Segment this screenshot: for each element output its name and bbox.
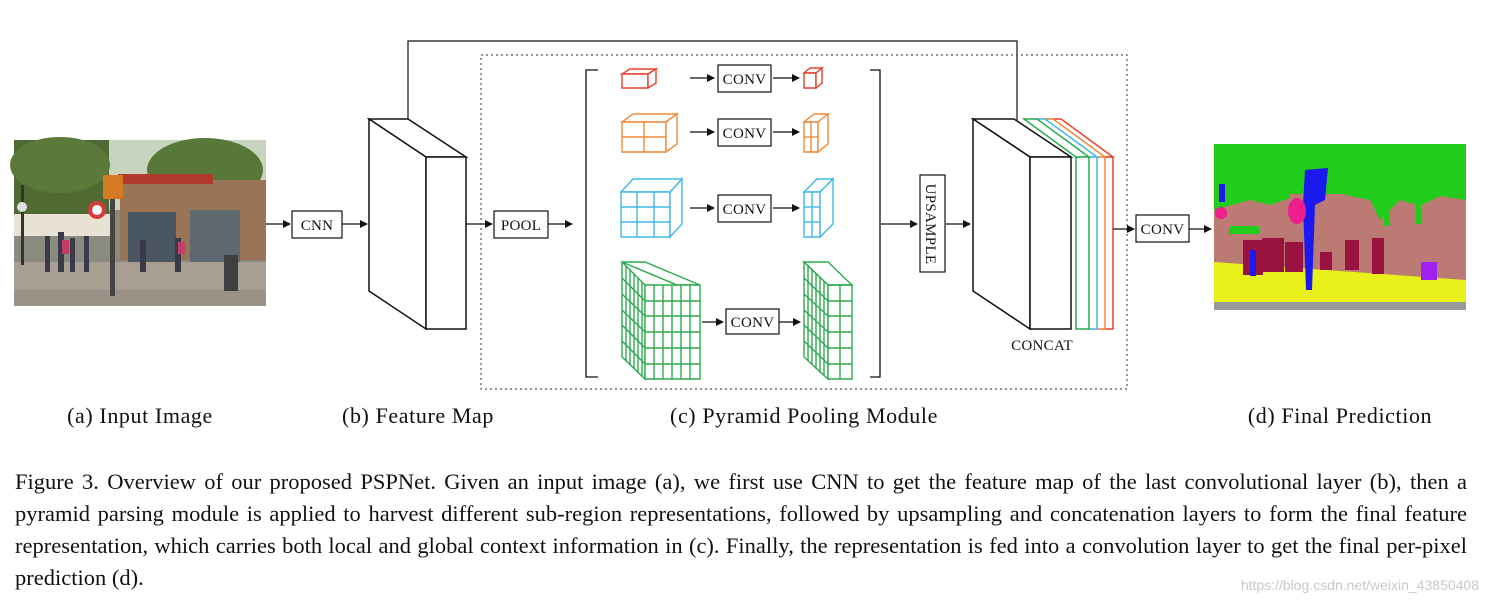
skip-connection-line: [407, 40, 1021, 133]
conv-label-1: CONV: [723, 72, 767, 88]
final-prediction-map: [1214, 144, 1466, 310]
conv-label-4: CONV: [731, 315, 775, 331]
panel-label-c: (c) Pyramid Pooling Module: [670, 403, 938, 428]
pool-box: POOL: [493, 210, 549, 239]
conv-output-box: CONV: [1135, 214, 1190, 243]
feature-map-block: [366, 117, 469, 331]
left-bracket: [585, 69, 598, 378]
concat-block: CONCAT: [970, 117, 1116, 354]
cnn-label: CNN: [301, 218, 334, 234]
figure-caption: Figure 3. Overview of our proposed PSPNe…: [15, 469, 1467, 590]
panel-label-b: (b) Feature Map: [342, 403, 494, 428]
input-image: [10, 137, 266, 306]
watermark-text: https://blog.csdn.net/weixin_43850408: [1240, 577, 1479, 593]
pspnet-diagram: CNN POOL CONV: [10, 40, 1466, 428]
pool-label: POOL: [501, 218, 541, 234]
upsample-box: UPSAMPLE: [919, 174, 946, 273]
upsample-label: UPSAMPLE: [922, 184, 938, 265]
right-bracket: [870, 69, 881, 378]
cnn-box: CNN: [291, 210, 343, 239]
conv-label-3: CONV: [723, 202, 767, 218]
panel-label-d: (d) Final Prediction: [1248, 403, 1432, 428]
panel-label-a: (a) Input Image: [67, 403, 213, 428]
pyramid-level-2: CONV: [619, 112, 830, 154]
pyramid-level-3: CONV: [619, 177, 835, 239]
conv-output-label: CONV: [1141, 222, 1185, 238]
pyramid-level-4: CONV: [621, 260, 854, 381]
conv-label-2: CONV: [723, 126, 767, 142]
concat-label: CONCAT: [1011, 338, 1073, 354]
pyramid-level-1: CONV: [619, 64, 824, 93]
